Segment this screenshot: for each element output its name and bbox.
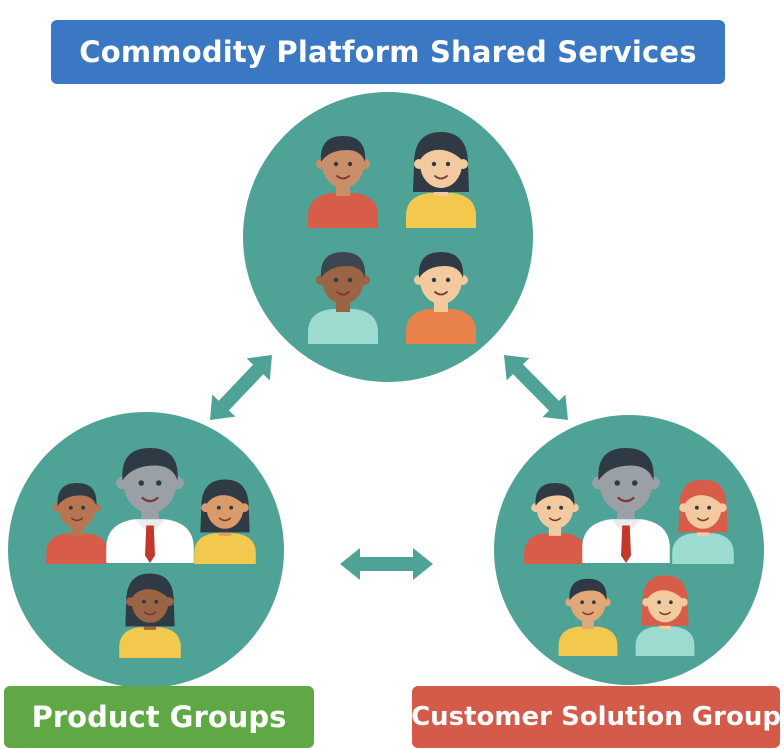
- customer-solution-team-person-1: [524, 483, 586, 564]
- platform-team-person-2: [406, 132, 476, 228]
- platform-team-person-4: [406, 252, 476, 344]
- double-arrow-icon: [503, 354, 569, 421]
- product-groups-team-person-2: [106, 448, 194, 563]
- platform-team-person-1: [308, 136, 378, 228]
- product-groups-team-person-4: [119, 573, 181, 658]
- product-groups-label: Product Groups: [31, 700, 287, 734]
- connection-arrows: [210, 354, 569, 580]
- double-arrow-icon: [210, 355, 272, 420]
- customer-solution-team-person-3: [672, 479, 734, 564]
- customer-solution-team-person-4: [558, 578, 618, 656]
- customer-solution-team-person-2: [582, 448, 670, 563]
- platform-team-circle: [243, 92, 533, 382]
- customer-solution-group-label: Customer Solution Group: [411, 702, 781, 732]
- product-groups-banner: Product Groups: [4, 686, 314, 748]
- product-groups-team-person-1: [46, 483, 108, 564]
- customer-solution-team-person-5: [635, 575, 695, 656]
- product-groups-team-person-3: [194, 479, 256, 564]
- customer-solution-group-banner: Customer Solution Group: [411, 686, 781, 748]
- double-arrow-icon: [340, 548, 433, 580]
- commodity-platform-label: Commodity Platform Shared Services: [79, 35, 697, 69]
- commodity-platform-banner: Commodity Platform Shared Services: [51, 20, 725, 84]
- people-avatars: [46, 132, 734, 658]
- platform-team-person-3: [308, 252, 378, 344]
